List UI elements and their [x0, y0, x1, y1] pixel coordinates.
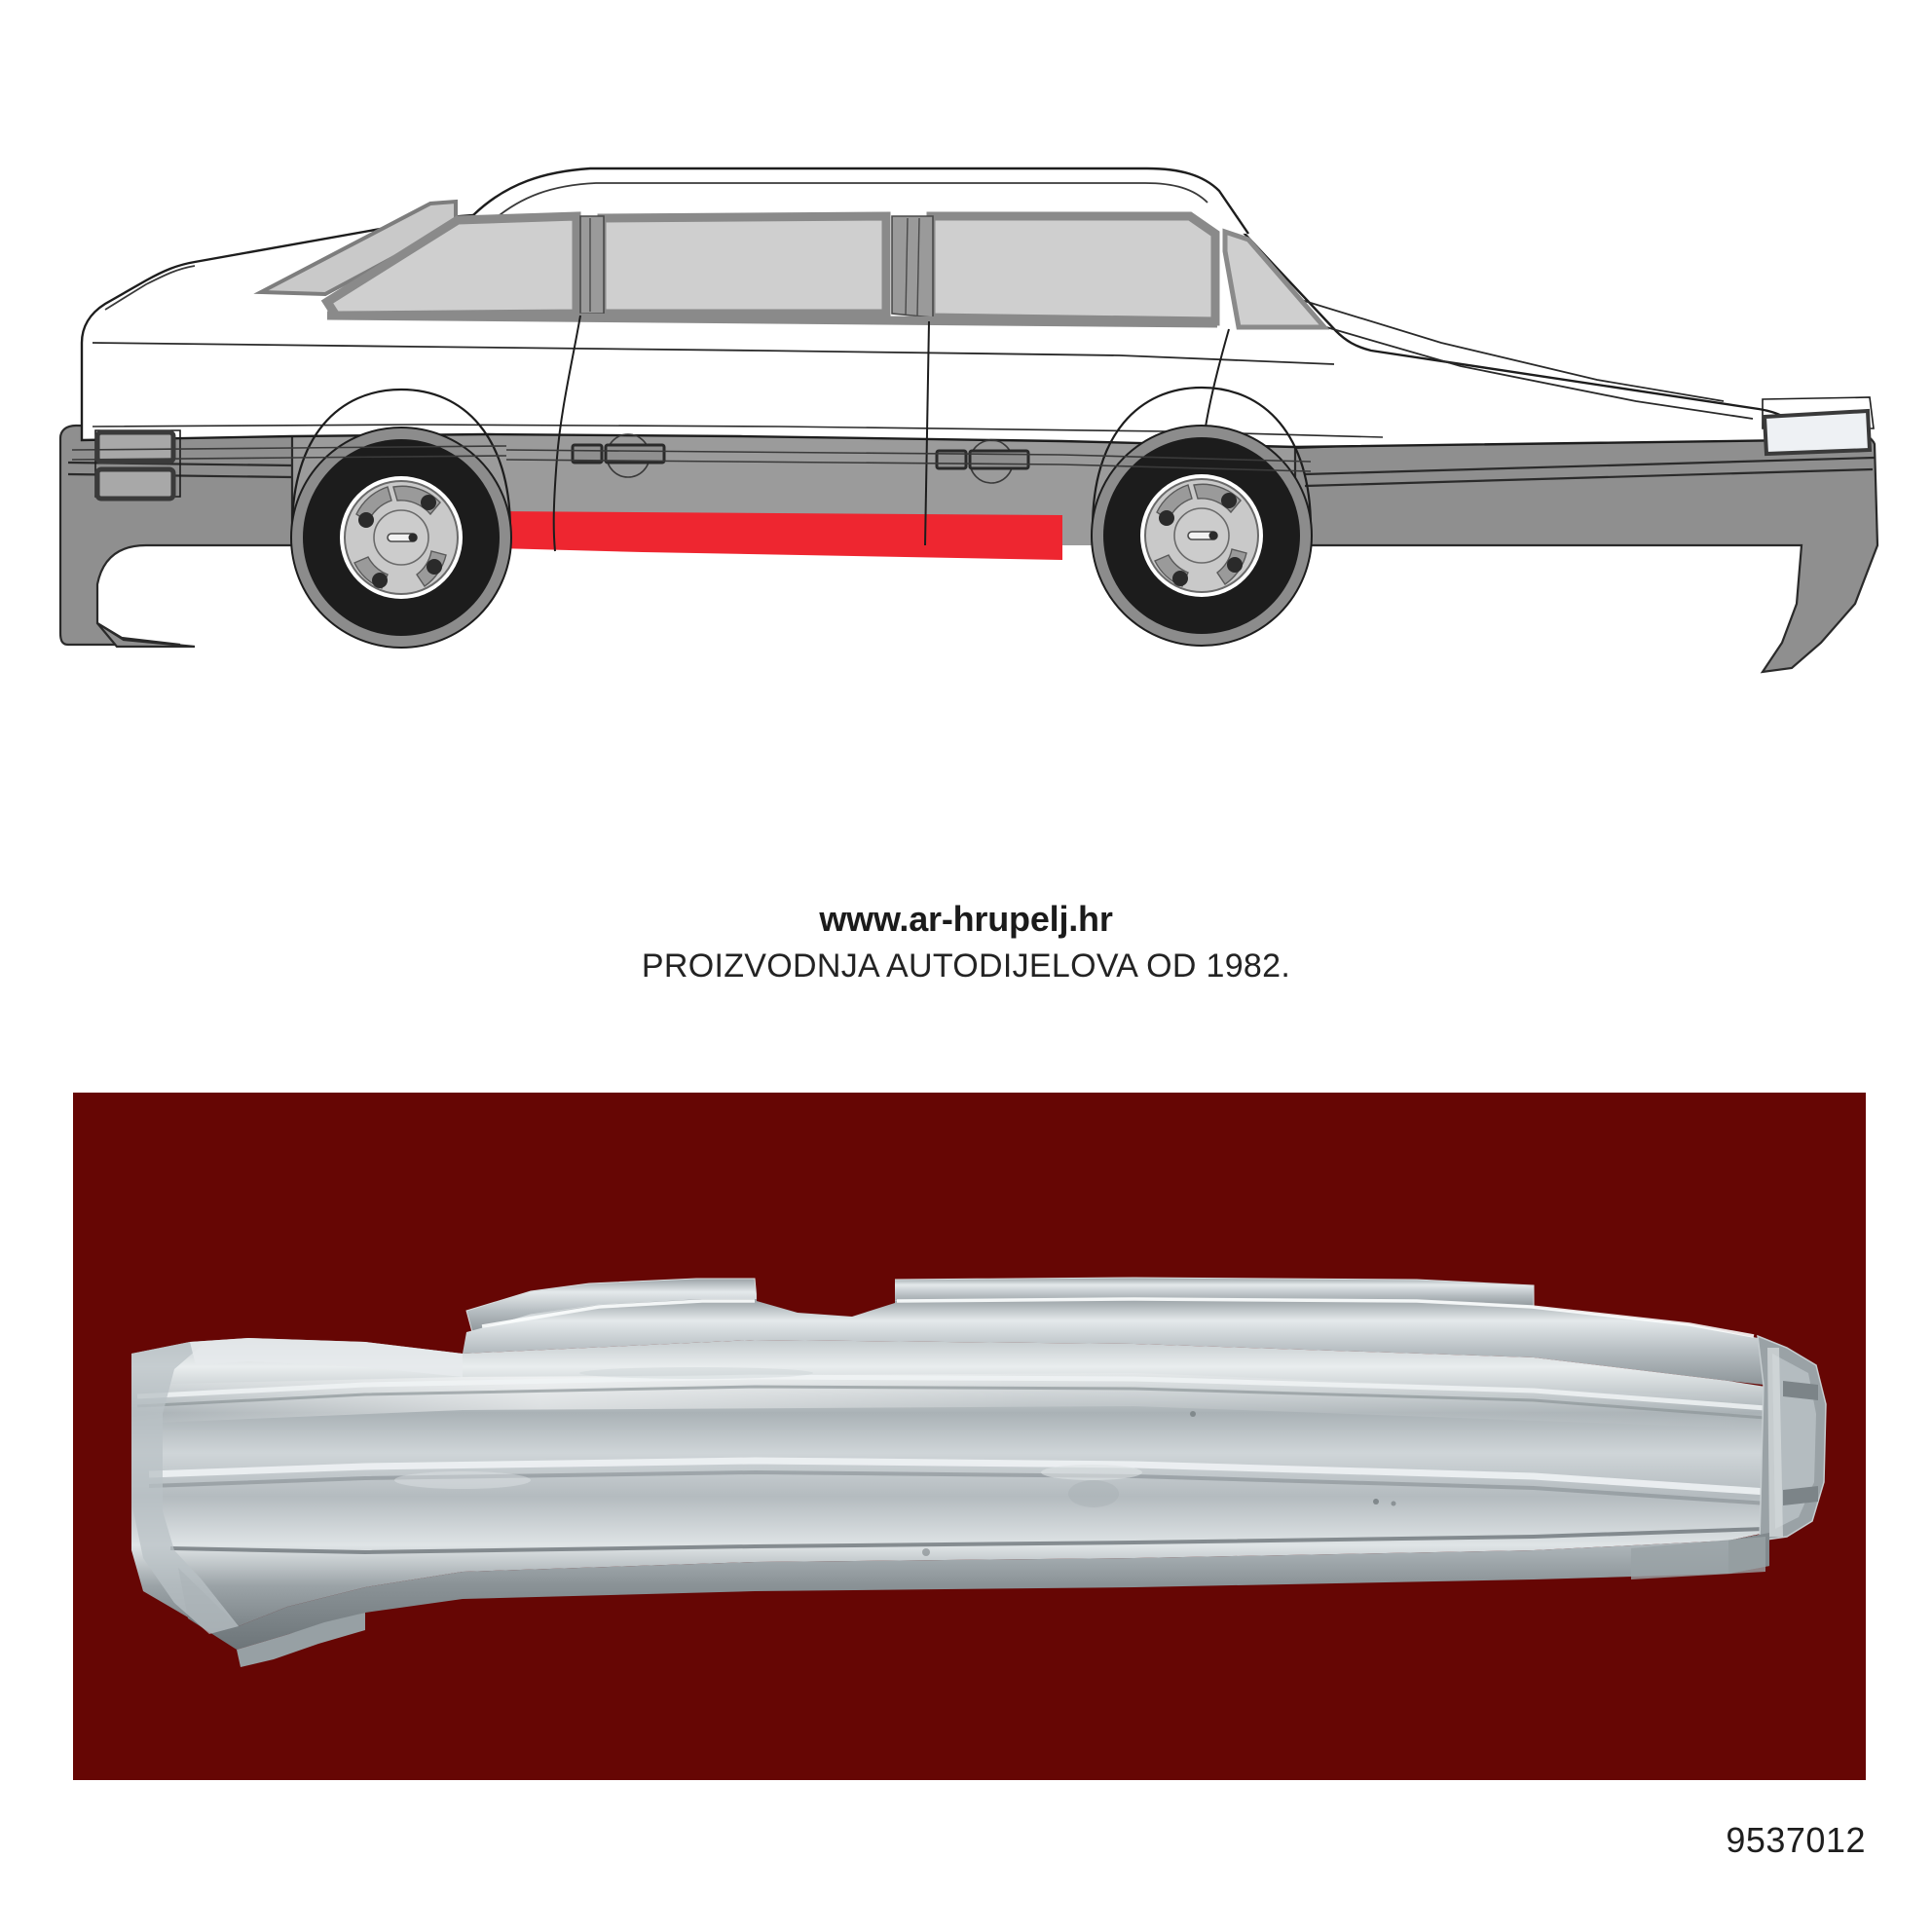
- tail-light: [94, 429, 181, 502]
- company-tagline: PROIZVODNJA AUTODIJELOVA OD 1982.: [641, 947, 1291, 985]
- car-side-view-illustration: [0, 0, 1932, 701]
- head-light: [1762, 396, 1875, 457]
- front-wheel: [1091, 425, 1313, 647]
- caption-block: www.ar-hrupelj.hr PROIZVODNJA AUTODIJELO…: [0, 901, 1932, 985]
- cladding-trim-lines: [71, 445, 1312, 472]
- rocker-panel-highlight: [493, 510, 1062, 561]
- front-hubcap: [1154, 483, 1247, 587]
- rear-wheel: [290, 427, 512, 649]
- part-number: 9537012: [1726, 1820, 1866, 1860]
- rear-hubcap: [353, 485, 447, 589]
- rocker-panel-part: [131, 1277, 1827, 1667]
- rear-door-handle: [571, 433, 666, 478]
- website-url: www.ar-hrupelj.hr: [819, 899, 1113, 939]
- front-bumper: [1293, 427, 1879, 674]
- part-photo: [73, 1093, 1866, 1780]
- window-glass-group: [253, 199, 1330, 330]
